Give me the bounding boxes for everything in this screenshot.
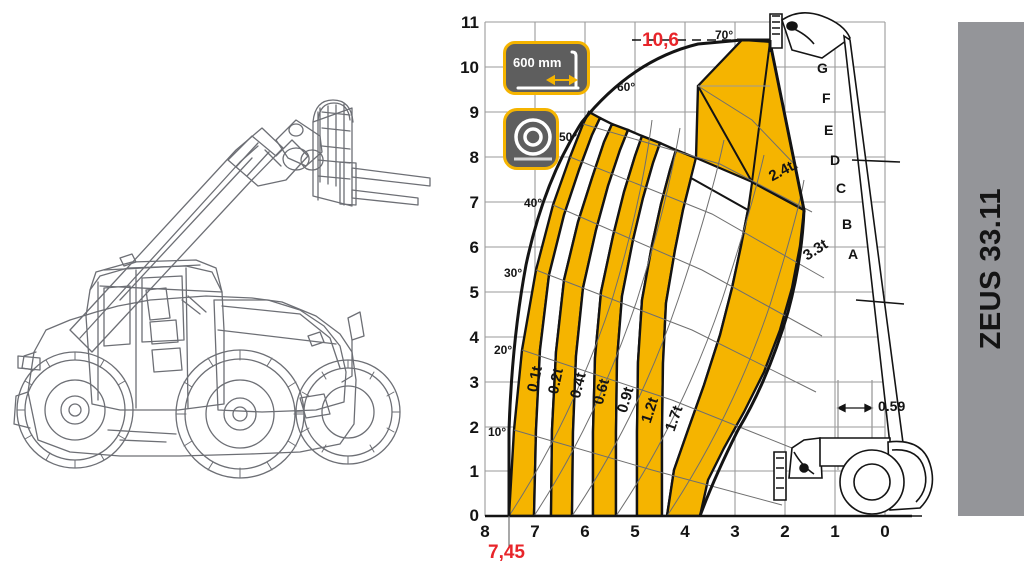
angle-label-40: 40° (524, 196, 543, 210)
zone-label-G: G (817, 60, 828, 76)
y-tick-2: 2 (469, 418, 479, 437)
max-reach-value: 7,45 (488, 542, 525, 563)
load-center-badge[interactable]: 600 mm (503, 41, 590, 95)
angle-label-70: 70° (715, 28, 734, 42)
zone-label-F: F (822, 90, 831, 106)
y-tick-9: 9 (469, 103, 479, 122)
x-tick-1: 1 (830, 522, 840, 541)
angle-label-30: 30° (504, 266, 523, 280)
x-tick-0: 0 (880, 522, 890, 541)
x-tick-8: 8 (480, 522, 490, 541)
capacity-bands (507, 38, 806, 516)
tyre-badge[interactable] (503, 108, 559, 170)
angle-label-10: 10° (488, 425, 507, 439)
x-tick-7: 7 (530, 522, 540, 541)
angle-label-60: 60° (617, 80, 636, 94)
chassis-schematic (773, 437, 934, 517)
y-tick-3: 3 (469, 373, 479, 392)
model-name-text: ZEUS 33.11 (974, 188, 1007, 350)
y-tick-6: 6 (469, 238, 479, 257)
y-tick-8: 8 (469, 148, 479, 167)
y-tick-1: 1 (469, 462, 479, 481)
zone-label-A: A (848, 246, 859, 262)
x-tick-4: 4 (680, 522, 690, 541)
y-tick-0: 0 (469, 506, 479, 525)
zone-label-B: B (842, 216, 853, 232)
y-tick-5: 5 (469, 283, 479, 302)
model-bar-background (958, 22, 1024, 516)
pivot-offset-value: 0.59 (878, 398, 906, 414)
max-height-value: 10,6 (642, 30, 679, 51)
zone-label-E: E (824, 122, 834, 138)
tyre-concentric-icon (514, 118, 552, 161)
boom-schematic (698, 12, 911, 499)
y-tick-10: 10 (460, 58, 479, 77)
x-tick-5: 5 (630, 522, 640, 541)
y-tick-11: 11 (461, 13, 479, 32)
load-center-label: 600 mm (513, 55, 562, 70)
zone-label-C: C (836, 180, 847, 196)
x-tick-3: 3 (730, 522, 740, 541)
angle-reference-lines (508, 85, 825, 516)
load-center-icon (516, 50, 580, 90)
zone-label-D: D (830, 152, 841, 168)
telehandler-illustration (0, 0, 452, 576)
envelope-curve (507, 38, 806, 517)
y-tick-4: 4 (469, 328, 479, 347)
model-name: ZEUS 33.11 (958, 22, 1024, 516)
y-tick-7: 7 (469, 193, 479, 212)
angle-label-50: 50° (559, 130, 578, 144)
x-tick-2: 2 (780, 522, 790, 541)
x-tick-6: 6 (580, 522, 590, 541)
angle-label-20: 20° (494, 343, 513, 357)
